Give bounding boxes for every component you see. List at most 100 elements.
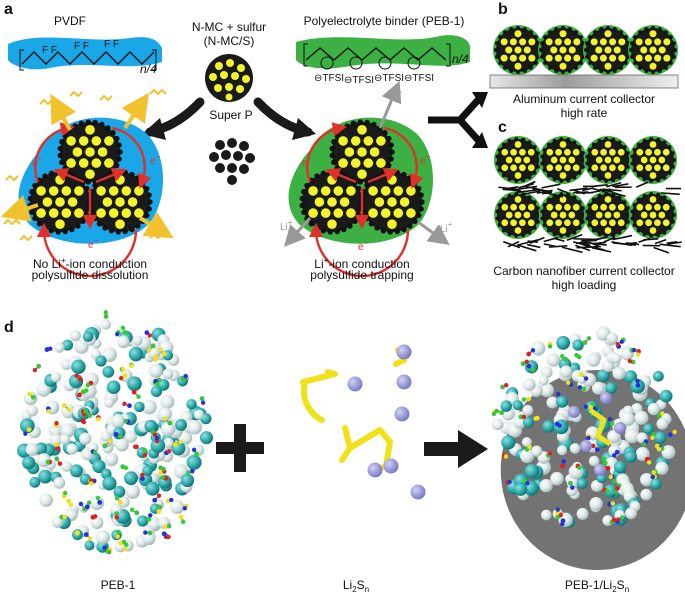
anion-atom	[191, 447, 197, 453]
nmc-sulfur-particle	[493, 25, 543, 75]
atom-sphere	[142, 465, 153, 476]
atom-sphere	[50, 371, 62, 383]
electron-label: e−	[32, 154, 43, 169]
atom-sphere	[175, 419, 187, 431]
anion-atom	[122, 546, 128, 552]
nmc-sulfur-particle	[584, 191, 632, 239]
pvdf-fluorine: F F	[74, 41, 89, 52]
anion-atom	[77, 376, 83, 382]
anion-atom	[526, 396, 532, 402]
nmc-sulfur-particle	[205, 54, 253, 102]
cluster-mid-particles	[299, 119, 425, 278]
atom-sphere	[144, 419, 158, 433]
lithium-ion	[600, 392, 612, 404]
atom-sphere	[187, 419, 202, 435]
anion-atom	[557, 423, 562, 428]
electron-label: e−	[88, 236, 99, 251]
atom-sphere	[557, 445, 568, 456]
pvdf-caption-line1: No Li+-ion conduction	[32, 256, 148, 271]
pvdf-repeat-n: n/4	[140, 62, 157, 76]
atom-sphere	[142, 399, 157, 415]
anion-atom	[142, 448, 148, 453]
anion-atom	[583, 404, 589, 409]
anion-atom	[646, 460, 652, 465]
atom-sphere	[538, 375, 549, 386]
atom-sphere	[102, 365, 115, 378]
anion-atom	[161, 466, 166, 472]
electron-arrow	[308, 222, 410, 278]
anion-atom	[153, 357, 158, 362]
anion-atom	[578, 372, 584, 377]
polysulfide-arrow	[0, 195, 39, 222]
anion-atom	[87, 413, 93, 418]
anion-atom	[154, 435, 160, 441]
atom-sphere	[160, 421, 176, 437]
atom-sphere	[163, 437, 174, 449]
atom-sphere	[655, 461, 669, 475]
anion-atom	[611, 478, 617, 484]
atom-sphere	[39, 493, 53, 507]
anion-atom	[48, 346, 53, 351]
atom-sphere	[539, 479, 553, 493]
branch-arrow-icon	[428, 92, 488, 148]
anion-atom	[54, 421, 59, 426]
peb-particle-cluster	[288, 117, 434, 278]
anion-atom	[166, 523, 172, 529]
anion-atom	[92, 514, 98, 519]
anion-atom	[32, 367, 38, 373]
anion-atom	[107, 439, 112, 444]
anion-atom	[84, 388, 89, 393]
atom-sphere	[656, 417, 669, 430]
anion-atom	[583, 376, 589, 381]
anion-atom	[613, 490, 618, 495]
nmc-label-line2: (N-MC/S)	[203, 34, 255, 48]
anion-atom	[95, 495, 101, 501]
anion-atom	[132, 444, 138, 450]
anion-atom	[143, 530, 148, 535]
atom-sphere	[590, 479, 603, 492]
atom-sphere	[162, 368, 174, 380]
anion-atom	[127, 403, 132, 409]
electron-arrow	[367, 168, 399, 184]
anion-atom	[521, 397, 527, 402]
anion-atom	[619, 339, 624, 344]
nmc-sulfur-particle	[628, 25, 678, 75]
anion-atom	[62, 514, 67, 520]
peb-backbone	[305, 47, 447, 61]
anion-atom	[607, 416, 613, 422]
anion-atom	[651, 470, 656, 475]
anion-atom	[92, 450, 98, 455]
anion-atom	[615, 341, 620, 347]
anion-atom	[601, 456, 607, 462]
lithium-ion	[580, 440, 592, 452]
peb-model-label: PEB-1	[100, 578, 136, 592]
anion-atom	[84, 504, 90, 510]
polysulfide-chain	[588, 407, 612, 447]
anion-atom	[131, 389, 137, 395]
anion-atom	[67, 407, 72, 413]
nmc-sulfur-particle	[27, 169, 93, 235]
atom-sphere	[170, 500, 185, 515]
electron-arrow	[53, 168, 85, 184]
atom-sphere	[620, 411, 635, 427]
anion-atom	[45, 459, 50, 465]
anion-atom	[115, 534, 120, 539]
pvdf-fluorine: F F	[42, 45, 57, 56]
anion-atom	[547, 344, 553, 349]
anion-atom	[499, 410, 505, 416]
anion-atom	[115, 331, 120, 337]
atom-sphere	[625, 507, 637, 520]
atom-sphere	[606, 332, 619, 344]
atom-sphere	[23, 391, 38, 406]
atom-sphere	[69, 330, 81, 342]
atom-sphere	[88, 442, 99, 453]
anion-atom	[118, 433, 123, 439]
atom-sphere	[193, 409, 204, 420]
anion-atom	[75, 531, 80, 536]
atom-sphere	[661, 445, 676, 460]
anion-atom	[81, 419, 87, 425]
atom-sphere	[118, 496, 130, 508]
atom-sphere	[569, 443, 581, 454]
atom-sphere	[597, 369, 610, 382]
anion-atom	[123, 418, 128, 424]
